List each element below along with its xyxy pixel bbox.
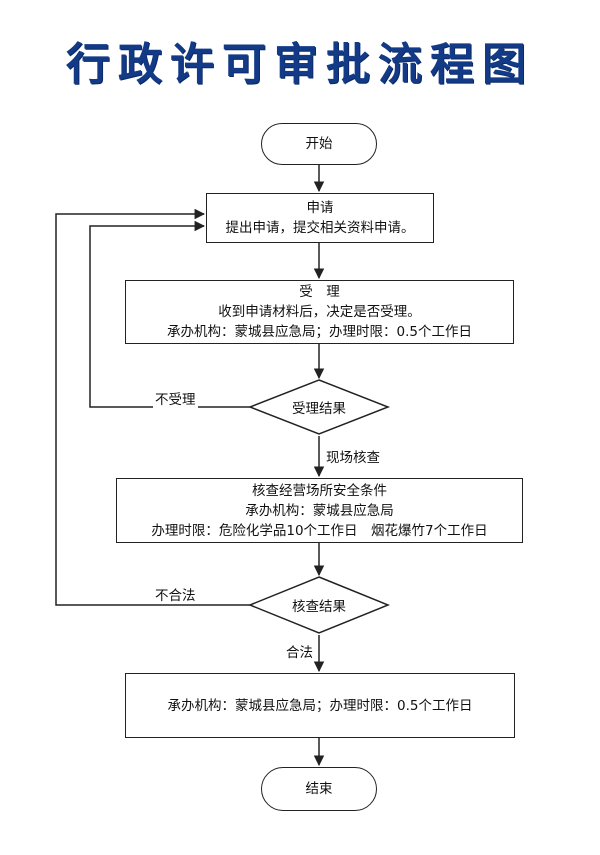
illegal-label: 不合法 [153, 584, 198, 604]
end-node: 结束 [261, 767, 377, 811]
page-title: 行政许可审批流程图 [66, 39, 534, 90]
legal-label: 合法 [284, 641, 315, 661]
accept-result-diamond [247, 379, 391, 435]
apply-desc: 提出申请，提交相关资料申请。 [225, 220, 415, 236]
apply-box: 申请 提出申请，提交相关资料申请。 [206, 193, 434, 243]
final-box: 承办机构：蒙城县应急局；办理时限：0.5个工作日 [125, 673, 515, 738]
check-box: 核查经营场所安全条件 承办机构：蒙城县应急局 办理时限：危险化学品10个工作日 … [116, 478, 523, 543]
check-org: 承办机构：蒙城县应急局 [245, 502, 394, 519]
final-org: 承办机构：蒙城县应急局；办理时限：0.5个工作日 [167, 697, 473, 714]
edge-illegal-loop [55, 208, 250, 606]
start-label: 开始 [305, 136, 333, 152]
check-result-diamond [248, 576, 390, 634]
accept-title: 受 理 [299, 284, 340, 300]
onsite-check-label: 现场核查 [324, 446, 382, 466]
not-accepted-label: 不受理 [153, 388, 198, 408]
check-title: 核查经营场所安全条件 [252, 482, 387, 499]
accept-org: 承办机构：蒙城县应急局；办理时限：0.5个工作日 [167, 324, 472, 340]
check-result-label: 核查结果 [292, 599, 346, 615]
check-time: 办理时限：危险化学品10个工作日 烟花爆竹7个工作日 [151, 522, 488, 539]
accept-result-label: 受理结果 [292, 401, 346, 417]
start-node: 开始 [261, 123, 377, 165]
end-label: 结束 [305, 781, 333, 797]
apply-title: 申请 [306, 200, 334, 216]
accept-box: 受 理 收到申请材料后，决定是否受理。 承办机构：蒙城县应急局；办理时限：0.5… [125, 280, 514, 344]
accept-desc: 收到申请材料后，决定是否受理。 [218, 304, 421, 320]
